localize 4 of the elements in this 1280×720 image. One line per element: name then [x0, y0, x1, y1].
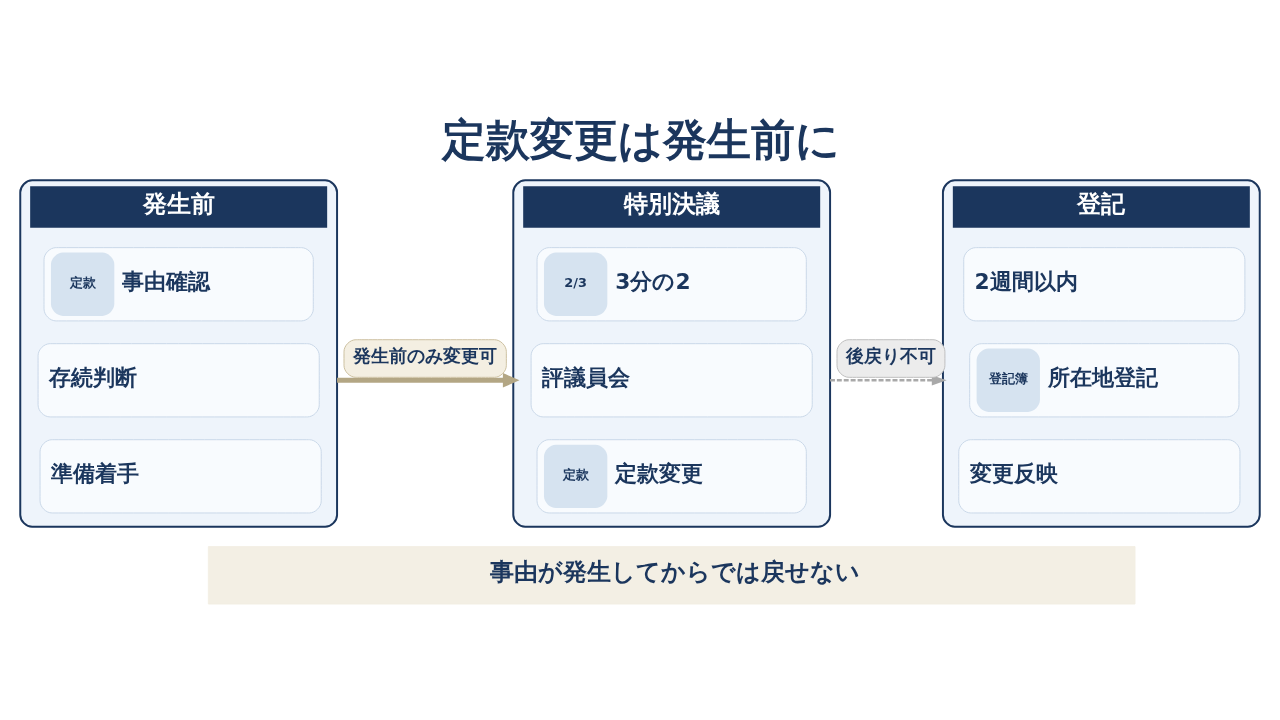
diagram-title: 定款変更は発生前に — [442, 114, 840, 165]
edge-label: 発生前のみ変更可 — [352, 344, 497, 366]
edge-label: 後戻り不可 — [846, 344, 937, 366]
caption: 事由が発生してからでは戻せない — [489, 557, 860, 586]
